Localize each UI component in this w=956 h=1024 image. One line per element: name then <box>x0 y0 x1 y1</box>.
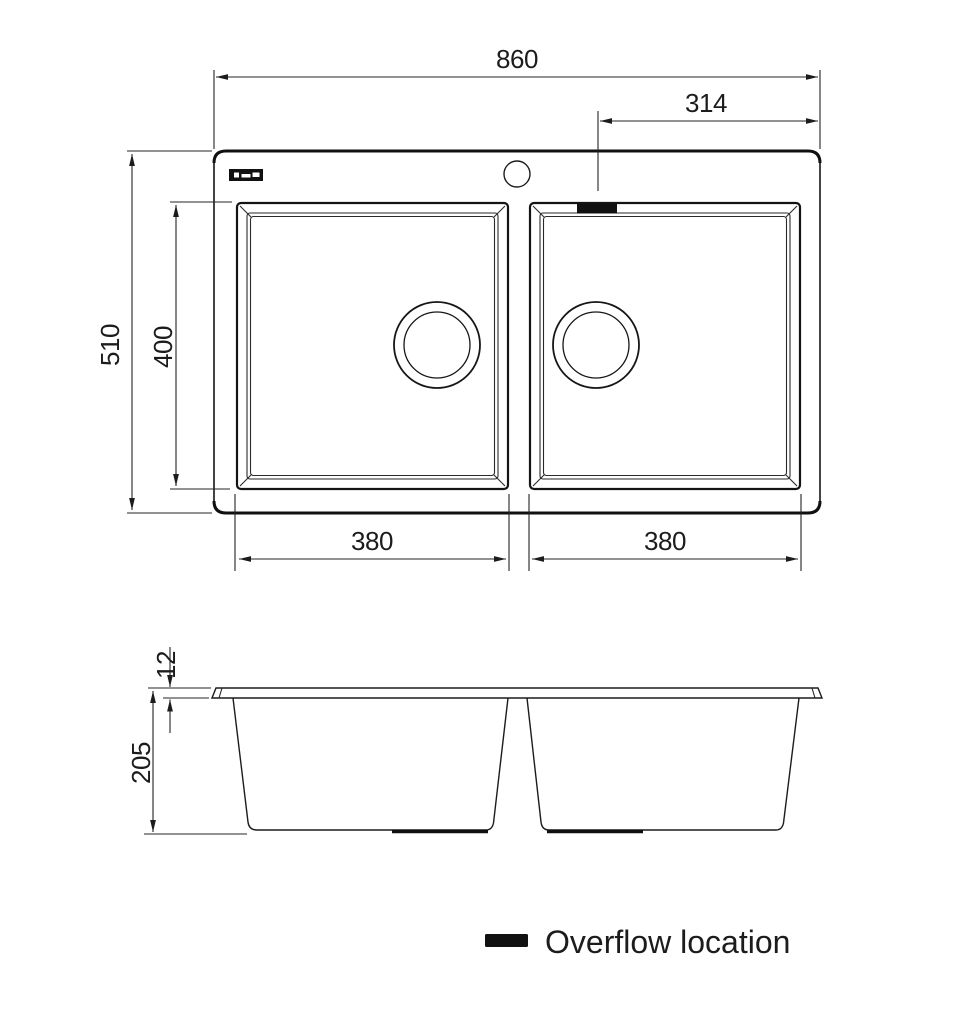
dim-overall-depth: 510 <box>95 150 212 514</box>
side-right-bowl-outline <box>526 697 800 831</box>
dim-rim-thickness: 12 <box>148 647 211 733</box>
side-view: 12 205 <box>126 647 824 835</box>
side-left-bowl-outline <box>232 697 509 831</box>
side-view-rim <box>210 687 824 699</box>
left-bowl-bevel-line-1 <box>246 212 499 480</box>
left-bowl-corner-ticks <box>239 205 506 487</box>
dim-label-314: 314 <box>685 88 727 118</box>
right-bowl-corner-ticks <box>532 205 798 487</box>
right-bowl <box>528 201 802 491</box>
legend-label: Overflow location <box>545 924 790 960</box>
left-bowl <box>235 201 510 491</box>
sink-outline <box>213 150 821 514</box>
dim-label-205: 205 <box>126 742 156 784</box>
left-drain-outline <box>393 301 481 389</box>
sink-outline-top-edge <box>212 149 822 164</box>
rim-end-chamfers <box>218 687 816 699</box>
dim-label-860: 860 <box>496 44 538 74</box>
dim-overall-width: 860 <box>213 44 821 149</box>
right-bowl-outer-edge <box>528 201 802 491</box>
right-drain-outline <box>552 301 640 389</box>
dim-label-380-left: 380 <box>351 526 393 556</box>
dim-left-bowl-width: 380 <box>234 494 510 571</box>
dim-bowl-depth: 400 <box>148 201 232 490</box>
top-view: 860 314 510 400 380 <box>95 44 822 571</box>
overflow-location-marker <box>577 204 617 214</box>
brand-logo <box>229 169 263 181</box>
sink-outline-bottom-edge <box>212 500 822 515</box>
left-bowl-bevel-line-2 <box>249 215 496 477</box>
left-drain-inner <box>403 311 471 379</box>
faucet-hole <box>503 160 531 188</box>
dim-label-400: 400 <box>148 326 178 368</box>
legend: Overflow location <box>485 924 790 960</box>
right-bowl-bevel-line-2 <box>542 215 788 477</box>
dim-right-bowl-width: 380 <box>528 494 802 571</box>
overflow-swatch <box>485 934 528 947</box>
right-bowl-bevel-line-1 <box>539 212 791 480</box>
dim-overall-height: 205 <box>126 691 247 835</box>
dim-overflow-offset: 314 <box>597 88 818 191</box>
dim-label-510: 510 <box>95 324 125 366</box>
right-drain-inner <box>562 311 630 379</box>
dim-label-12: 12 <box>151 651 181 679</box>
dim-label-380-right: 380 <box>644 526 686 556</box>
left-bowl-outer-edge <box>235 201 510 491</box>
